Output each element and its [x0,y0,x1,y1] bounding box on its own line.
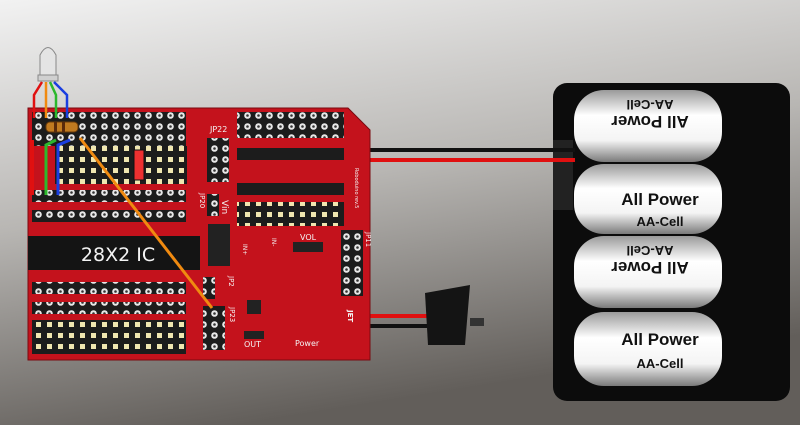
regulator-chip [247,300,261,314]
battery-brand-label: All Power [611,258,689,277]
battery-type-label: AA-Cell [627,97,674,112]
battery-brand-label: All Power [621,190,699,209]
jumper [133,149,145,181]
resistor [45,121,79,133]
jumper-wires [30,137,214,309]
label-power: Power [295,339,320,348]
label-out: OUT [244,340,261,349]
battery-type-label: AA-Cell [637,214,684,229]
battery-brand-label: All Power [621,330,699,349]
battery-wires [352,148,575,162]
label-jp20: JP20 [198,192,206,208]
label-in-minus: IN- [270,238,277,246]
label-jp22: JP22 [209,125,227,134]
battery-holder: All Power AA-Cell All Power AA-Cell All … [553,83,790,401]
label-jp11: JP11 [364,231,372,247]
label-brand: JET [346,309,354,322]
battery-cell: All Power AA-Cell [574,236,722,308]
battery-brand-label: All Power [611,112,689,131]
label-shield-name: Roboduino rev.5 [353,168,359,208]
label-vin: Vin [219,200,229,214]
ic-chip: 28X2 IC [28,236,200,270]
label-vol: VOL [300,233,317,242]
battery-type-label: AA-Cell [627,243,674,258]
battery-cell: All Power AA-Cell [574,164,722,234]
label-jp2: JP2 [227,275,235,287]
label-in-plus: IN+ [241,244,248,255]
battery-cell: All Power AA-Cell [574,90,722,162]
label-jp23: JP23 [228,306,236,322]
ic-label: 28X2 IC [81,244,155,266]
rgb-led [32,47,69,118]
circuit-board: 28X2 IC JP22 JP20 Vin JP11 VOL IN+ IN- O… [27,107,372,361]
battery-cell: All Power AA-Cell [574,312,722,386]
battery-type-label: AA-Cell [637,356,684,371]
